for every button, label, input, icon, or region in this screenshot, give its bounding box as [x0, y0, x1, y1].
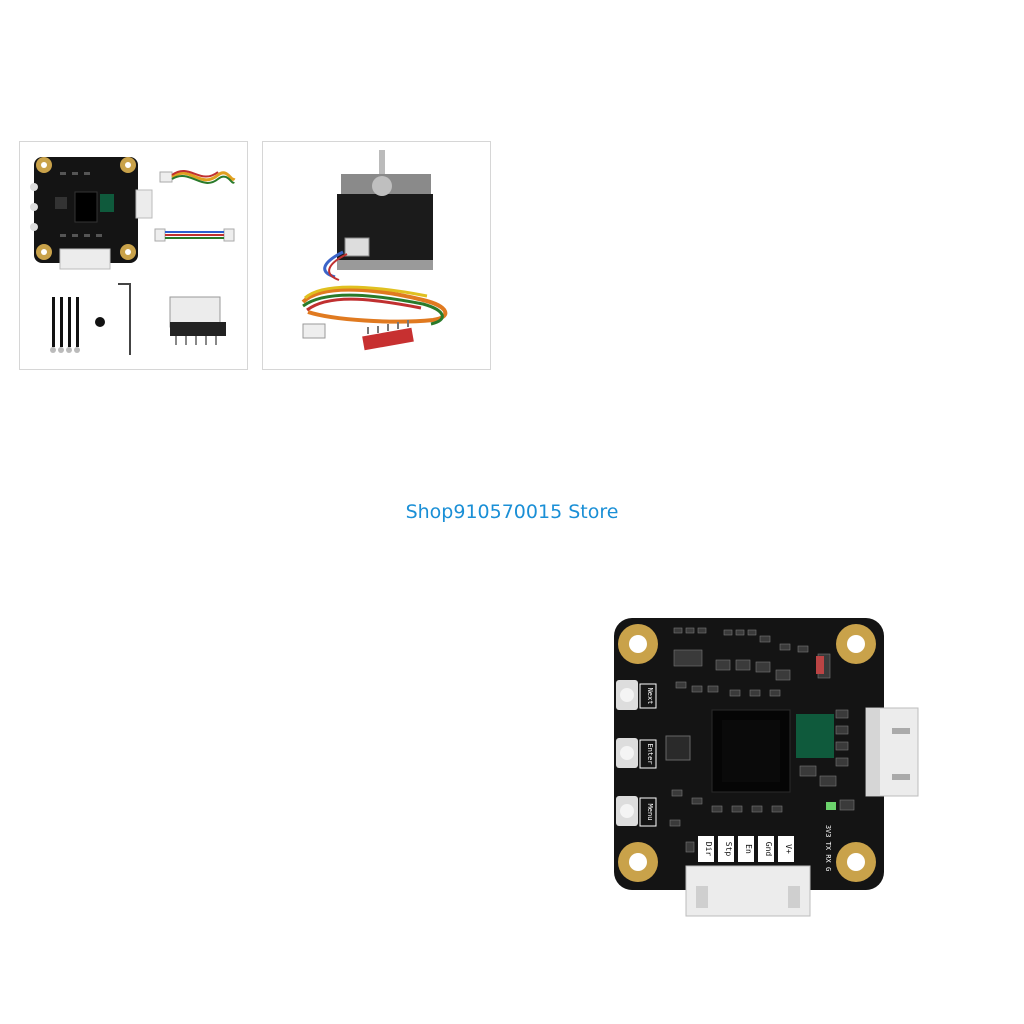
product-main-image: Next Enter Menu Dir Stp En Gnd V+ [600, 610, 930, 930]
store-link[interactable]: Shop910570015 Store [405, 501, 619, 523]
thumbnail-driver-kit[interactable] [19, 141, 248, 370]
side-button [616, 680, 638, 826]
thumbnail-stepper-motor-kit[interactable] [262, 141, 491, 370]
driver-kit-image [30, 157, 236, 355]
pin-label-gnd: Gnd [764, 842, 773, 857]
pin-label-stp: Stp [724, 842, 733, 857]
pin-label-en: En [744, 844, 753, 854]
next-label: Next [646, 688, 654, 705]
pin-label-vplus: V+ [784, 844, 793, 854]
pin-label-dir: Dir [704, 842, 713, 857]
menu-label: Menu [646, 804, 654, 821]
pin-labels: Dir Stp En Gnd V+ [698, 836, 794, 862]
enter-label: Enter [646, 743, 654, 764]
driver-board-image: Next Enter Menu Dir Stp En Gnd V+ [614, 618, 919, 917]
uart-label: 3V3 TX RX G [824, 825, 832, 871]
mounting-pad [618, 624, 876, 882]
stepper-motor-kit-image [301, 150, 448, 351]
